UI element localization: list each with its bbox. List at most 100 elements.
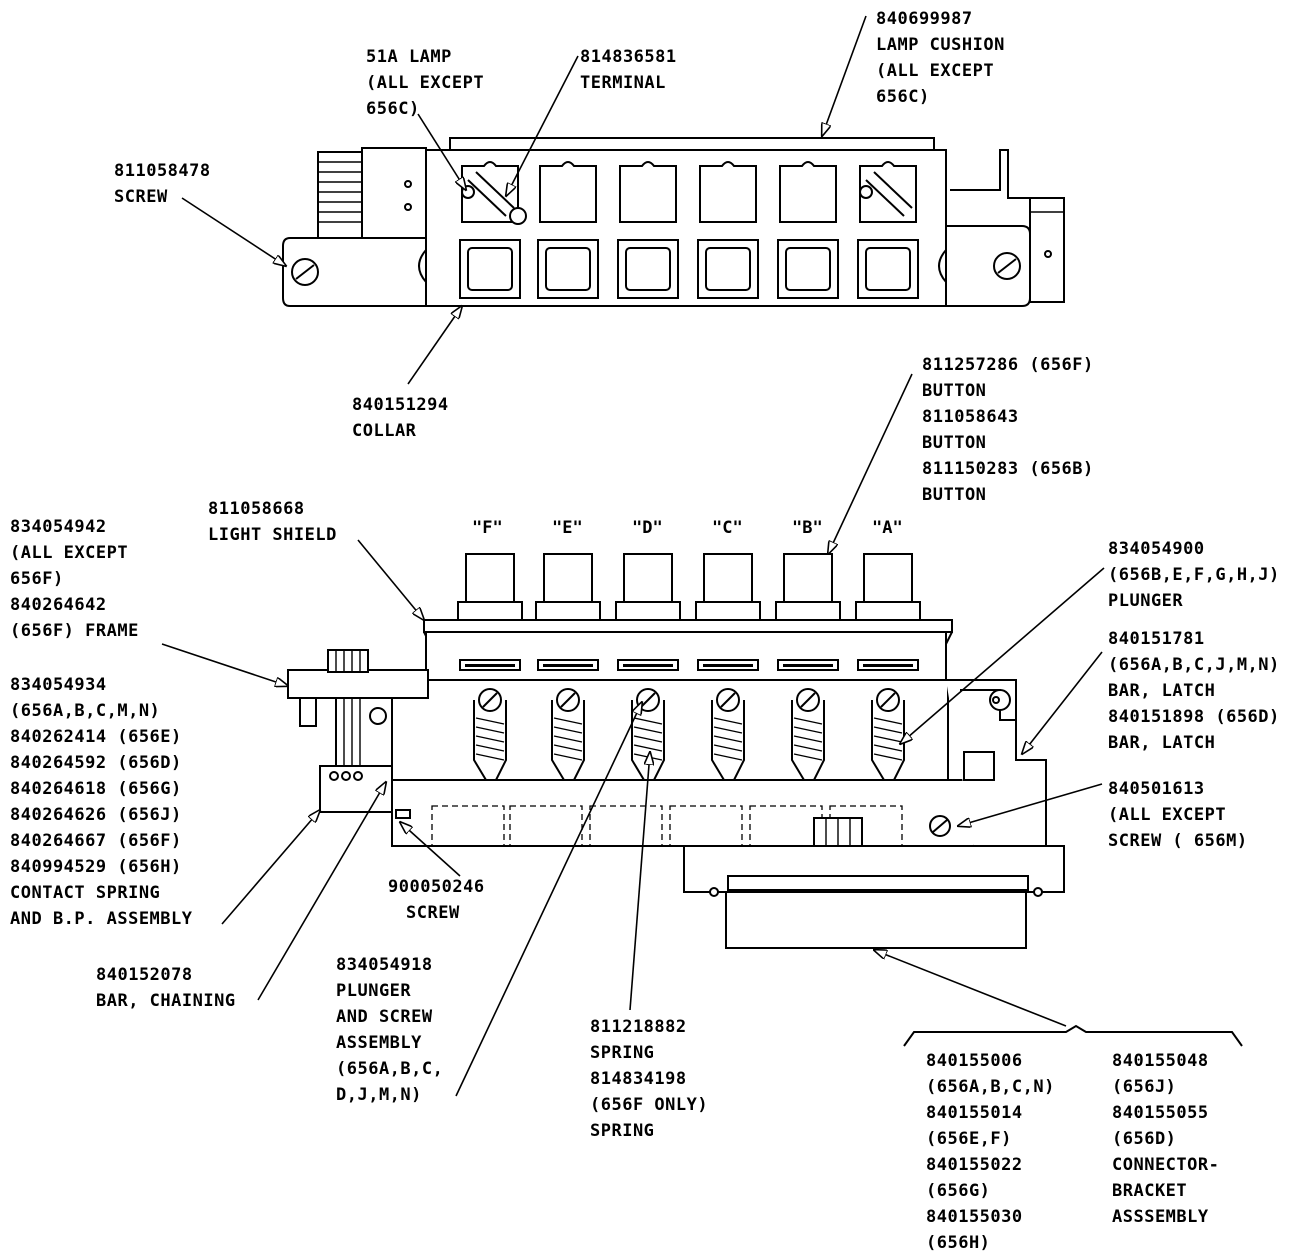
connector-list-left: 840155006(656A,B,C,N)840155014(656E,F)84… bbox=[926, 1051, 1055, 1253]
lamp-socket bbox=[779, 161, 837, 223]
side-view-assembly bbox=[287, 553, 1065, 949]
plunger-screw-slot bbox=[560, 692, 576, 708]
spring-coil bbox=[873, 744, 903, 752]
spring-coil bbox=[713, 717, 743, 725]
spring-coil bbox=[553, 753, 583, 761]
connector-list-right: 840155048(656J)840155055(656D)CONNECTOR-… bbox=[1112, 1051, 1220, 1227]
collar bbox=[617, 239, 679, 299]
button-letter-f: "F" bbox=[472, 518, 503, 538]
lamp-socket bbox=[461, 161, 519, 223]
terminal-screw bbox=[509, 207, 527, 225]
slot-fill bbox=[465, 664, 515, 667]
lamp-first bbox=[467, 179, 507, 217]
lamp-last bbox=[865, 179, 905, 217]
slot-fill bbox=[783, 664, 833, 667]
lamp-first-2 bbox=[475, 171, 515, 209]
button-cap bbox=[543, 553, 593, 603]
plunger-row bbox=[473, 688, 905, 781]
collar bbox=[459, 239, 521, 299]
top-view-assembly bbox=[282, 137, 1065, 307]
spring-coil bbox=[713, 726, 743, 734]
collar-inner bbox=[865, 247, 911, 291]
button-collar bbox=[775, 601, 841, 621]
button-cap bbox=[623, 553, 673, 603]
collar bbox=[697, 239, 759, 299]
slot-fill bbox=[543, 664, 593, 667]
button-cap bbox=[703, 553, 753, 603]
button-collar bbox=[457, 601, 523, 621]
right-bracket-top bbox=[950, 149, 1031, 226]
spring-coil bbox=[793, 753, 823, 761]
contact-spring-label: 834054934(656A,B,C,M,N)840262414 (656E)8… bbox=[10, 675, 193, 929]
spring-coil bbox=[873, 717, 903, 725]
spring-coil bbox=[553, 735, 583, 743]
button-row bbox=[457, 553, 921, 621]
spring-coil bbox=[553, 726, 583, 734]
spring-coil bbox=[793, 717, 823, 725]
lamp-socket-row bbox=[461, 161, 917, 225]
plunger-screw-slot bbox=[482, 692, 498, 708]
base-plate bbox=[391, 779, 975, 847]
button-cap bbox=[783, 553, 833, 603]
spring-coil bbox=[793, 744, 823, 752]
connector-list-brace bbox=[903, 1024, 1243, 1047]
frame-left-ear bbox=[287, 669, 429, 699]
button-letter-b: "B" bbox=[792, 518, 823, 538]
button-collar bbox=[855, 601, 921, 621]
lamp-last-base bbox=[859, 185, 873, 199]
button-collar bbox=[615, 601, 681, 621]
lamp-socket bbox=[859, 161, 917, 223]
spring-coil bbox=[475, 735, 505, 743]
button-letter-e: "E" bbox=[552, 518, 583, 538]
spring-coil bbox=[475, 744, 505, 752]
collar-inner bbox=[625, 247, 671, 291]
plunger-screw-slot bbox=[720, 692, 736, 708]
spring-coil bbox=[475, 717, 505, 725]
slot-fill bbox=[623, 664, 673, 667]
spring-coil bbox=[475, 726, 505, 734]
dashed-contact bbox=[509, 805, 583, 847]
dashed-contact bbox=[669, 805, 743, 847]
collar-inner bbox=[785, 247, 831, 291]
lamp-last-2 bbox=[873, 171, 913, 209]
slot-row bbox=[459, 659, 919, 671]
collar-row bbox=[459, 239, 919, 299]
dashed-contact bbox=[589, 805, 663, 847]
lamp-socket bbox=[619, 161, 677, 223]
collar bbox=[537, 239, 599, 299]
spring-coil bbox=[633, 744, 663, 752]
plunger-screw-slot bbox=[880, 692, 896, 708]
lamp-socket bbox=[539, 161, 597, 223]
leader-lines bbox=[161, 15, 1105, 1097]
spring-coil bbox=[873, 753, 903, 761]
button-letter-a: "A" bbox=[872, 518, 903, 538]
spring-coil bbox=[713, 744, 743, 752]
spring-coil bbox=[873, 735, 903, 743]
spring-coil bbox=[633, 717, 663, 725]
spring-coil bbox=[713, 753, 743, 761]
button-letter-d: "D" bbox=[632, 518, 663, 538]
light-shield bbox=[423, 619, 953, 633]
button-cap bbox=[863, 553, 913, 603]
spring-coil bbox=[633, 735, 663, 743]
collar-inner bbox=[545, 247, 591, 291]
spring-coil bbox=[793, 726, 823, 734]
spring-coil bbox=[873, 726, 903, 734]
frame-side bbox=[425, 631, 947, 681]
button-collar bbox=[535, 601, 601, 621]
spring-coil bbox=[475, 753, 505, 761]
